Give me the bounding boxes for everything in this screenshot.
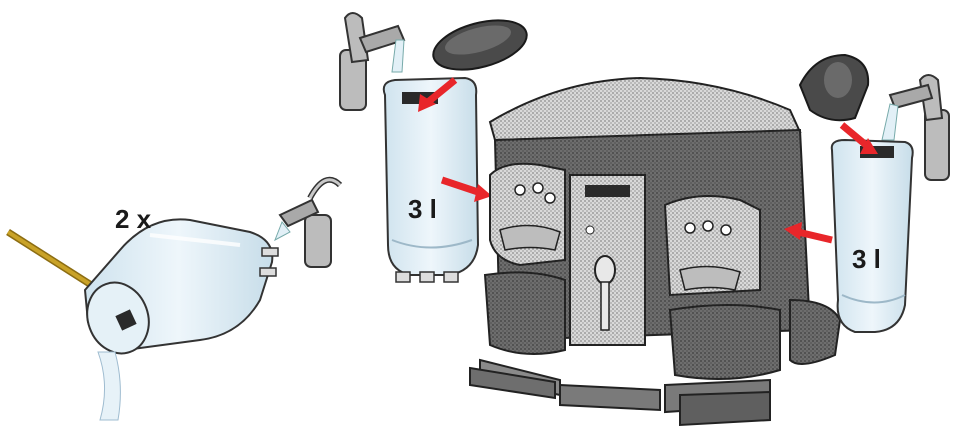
left-water-tank — [384, 78, 478, 282]
right-tank-volume-label: 3 l — [852, 244, 881, 274]
left-tank-volume-label: 3 l — [408, 194, 437, 224]
tank-lid-icon — [428, 11, 532, 78]
rinse-tank — [77, 219, 278, 362]
rinse-step: 2 x — [8, 180, 340, 420]
right-water-tank — [832, 140, 913, 332]
coffee-machine — [470, 78, 840, 425]
faucet-icon — [275, 180, 340, 267]
water-stream — [98, 352, 120, 420]
tank-lid-icon — [800, 55, 868, 120]
rinse-count-label: 2 x — [115, 204, 152, 234]
